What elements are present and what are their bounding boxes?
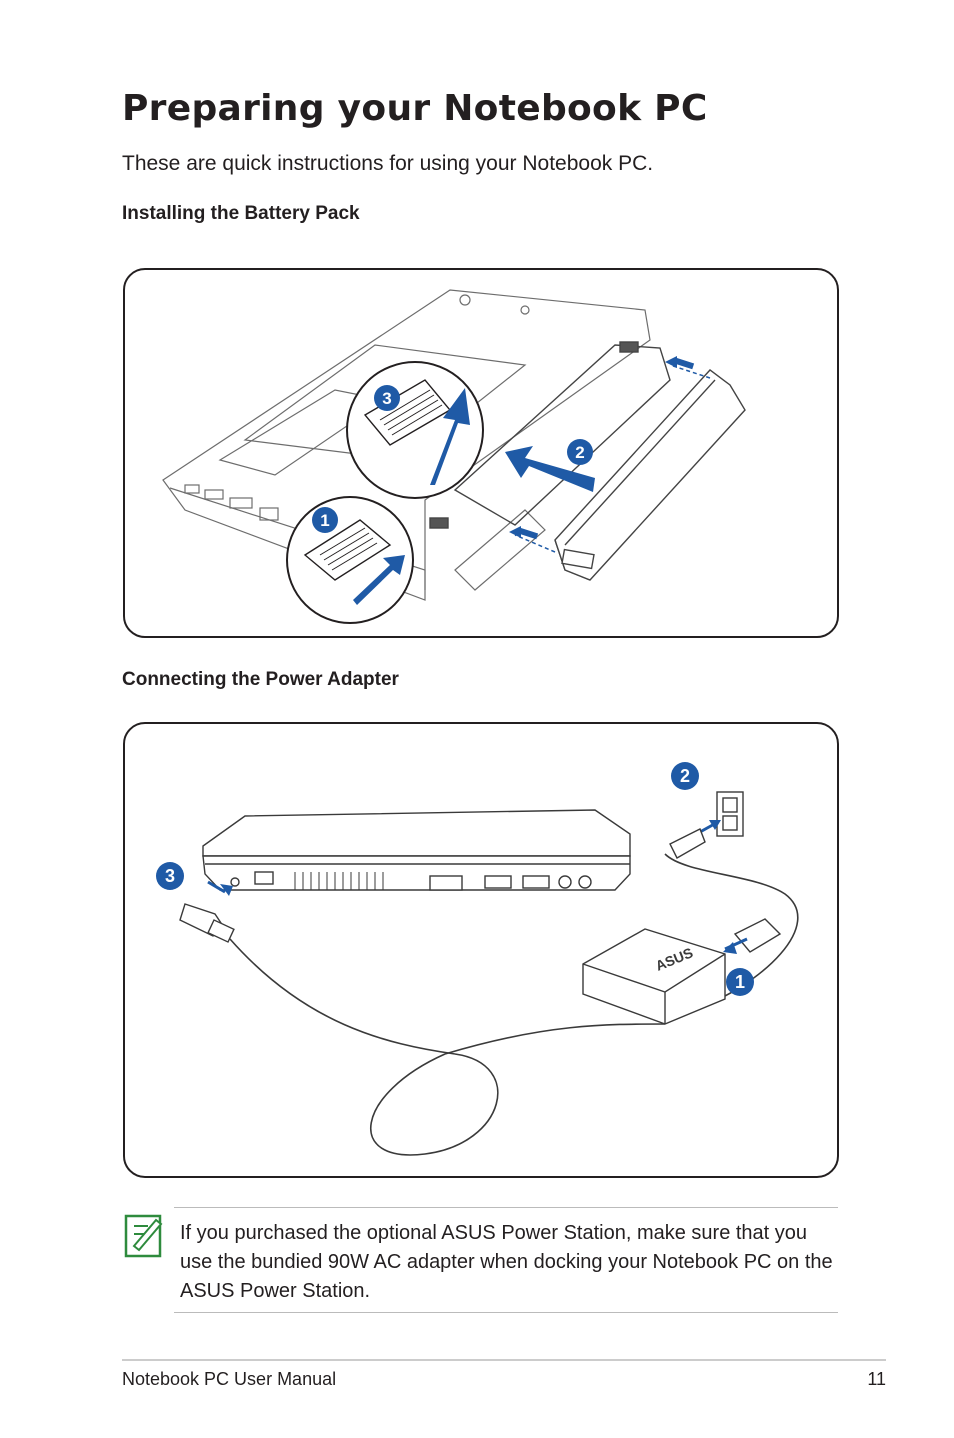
spring-lock-callout [286,496,414,624]
wall-plug [669,828,706,859]
wall-outlet [716,791,744,837]
note-pencil-icon [124,1212,164,1260]
footer-page-number: 11 [867,1369,886,1389]
intro-text: These are quick instructions for using y… [122,152,654,175]
battery-bay [429,341,671,529]
step-badge-1: 1 [726,968,754,996]
note-text: If you purchased the optional ASUS Power… [180,1222,833,1302]
plug-arrow-icon [207,880,226,894]
power-illustration-panel: ASUS 1 2 3 [123,722,839,1178]
dc-plug [179,903,235,943]
notebook-side-view [202,809,631,891]
step-badge-2: 2 [567,439,593,465]
battery-pack [554,369,746,581]
unlock-arrow-icon [353,555,405,605]
svg-text:2: 2 [575,443,584,462]
svg-text:3: 3 [382,389,391,408]
footer-manual-title: Notebook PC User Manual [122,1369,337,1389]
battery-illustration-panel: 1 2 3 [123,268,839,638]
svg-text:2: 2 [680,766,690,786]
power-illustration: ASUS 1 2 3 [156,762,799,1156]
page-title: Preparing your Notebook PC [122,88,708,129]
notebook-underside [162,289,651,601]
insert-arrow-icon [505,446,595,492]
step-badge-3: 3 [374,385,400,411]
power-section-heading: Connecting the Power Adapter [122,669,399,690]
svg-text:1: 1 [735,972,745,992]
svg-text:1: 1 [320,511,329,530]
battery-illustration: 1 2 3 [162,289,746,624]
battery-section-heading: Installing the Battery Pack [122,203,360,224]
note-top-rule [174,1207,838,1208]
step-badge-1: 1 [312,507,338,533]
note-bottom-rule [174,1312,838,1313]
footer-rule [122,1359,886,1361]
lock-arrow-icon [430,388,470,485]
ac-cord-plug [733,918,782,953]
guide-arrow-icon [509,356,695,540]
step-badge-3: 3 [156,862,184,890]
release-lock-callout [346,361,484,499]
step-badge-2: 2 [671,762,699,790]
svg-text:3: 3 [165,866,175,886]
ac-adapter-brick: ASUS [582,928,726,1025]
